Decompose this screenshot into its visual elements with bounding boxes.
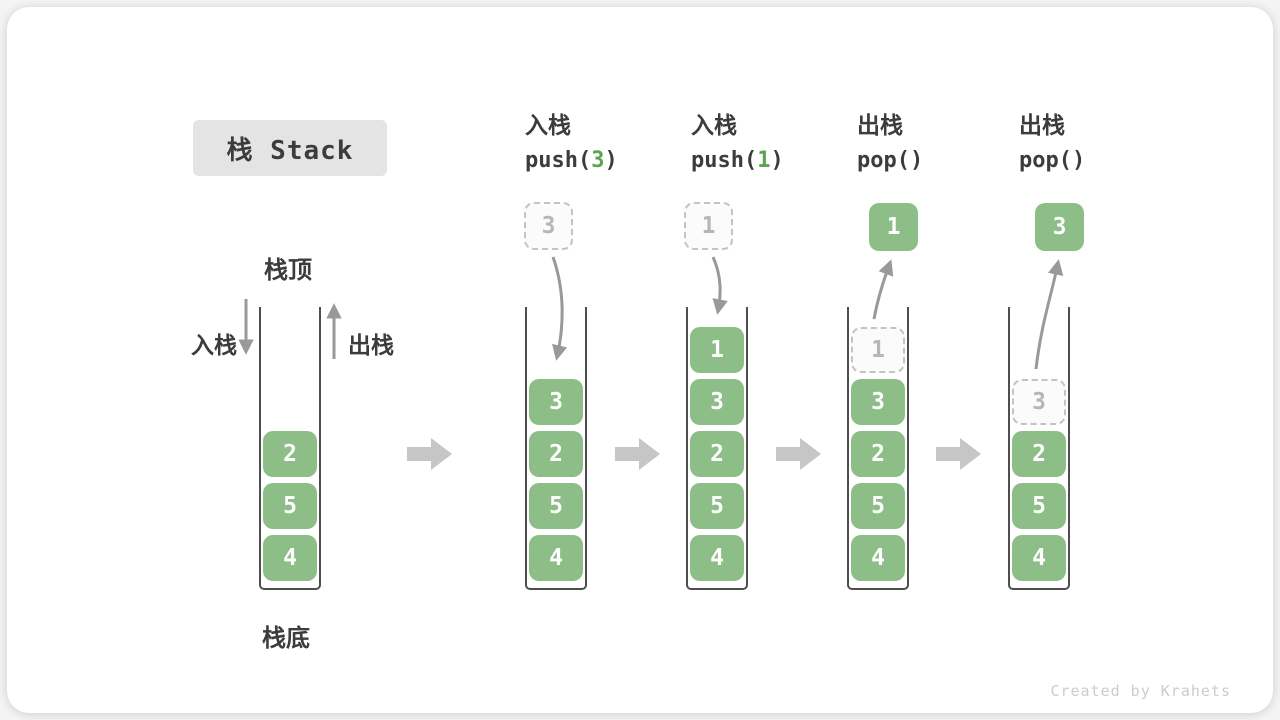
next-state-arrow-icon — [936, 438, 981, 470]
stack-cell: 3 — [690, 379, 744, 425]
stack-cell: 4 — [690, 535, 744, 581]
code-pre: pop( — [1019, 148, 1072, 173]
diagram-canvas: 栈 Stack 栈顶 栈底 入栈 出栈 入栈 push(3) 入栈 push(1… — [7, 7, 1273, 713]
stack-cell: 2 — [529, 431, 583, 477]
stack-bottom-label: 栈底 — [262, 625, 310, 652]
arrows-overlay — [238, 256, 1064, 470]
stack-top-label: 栈顶 — [264, 257, 312, 284]
operation-code: push(3) — [525, 150, 618, 172]
code-post: ) — [1071, 148, 1086, 173]
stack-container-pop1: 1 3 2 5 4 — [847, 307, 909, 590]
ghost-cell: 1 — [851, 327, 905, 373]
stack-cell: 3 — [851, 379, 905, 425]
code-pre: push( — [691, 148, 758, 173]
code-post: ) — [770, 148, 784, 173]
stack-container-initial: 2 5 4 — [259, 307, 321, 590]
next-state-arrow-icon — [776, 438, 821, 470]
stack-cell: 5 — [263, 483, 317, 529]
stack-cell: 5 — [690, 483, 744, 529]
stack-cell: 4 — [529, 535, 583, 581]
code-arg: 3 — [591, 148, 605, 173]
popped-value-box: 1 — [869, 203, 918, 251]
stack-container-pop3: 3 2 5 4 — [1008, 307, 1070, 590]
next-state-arrow-icon — [407, 438, 452, 470]
staged-value-box: 3 — [524, 202, 573, 250]
ghost-cell: 3 — [1012, 379, 1066, 425]
code-pre: push( — [525, 148, 592, 173]
stack-cell: 5 — [851, 483, 905, 529]
operation-code: pop() — [1019, 150, 1085, 172]
staged-value-box: 1 — [684, 202, 733, 250]
push-curve-arrow-icon — [711, 256, 728, 315]
stack-cell: 5 — [1012, 483, 1066, 529]
operation-label: 入栈 — [691, 112, 737, 138]
code-arg: 1 — [757, 148, 771, 173]
stack-cell: 4 — [1012, 535, 1066, 581]
code-pre: pop( — [857, 148, 910, 173]
stack-cell: 2 — [690, 431, 744, 477]
column-header-push1: 入栈 push(1) — [691, 114, 784, 172]
column-header-pop1: 出栈 pop() — [857, 114, 923, 172]
operation-label: 出栈 — [857, 112, 903, 138]
column-header-push3: 入栈 push(3) — [525, 114, 618, 172]
stack-cell: 4 — [263, 535, 317, 581]
stack-container-push3: 3 2 5 4 — [525, 307, 587, 590]
stack-cell: 4 — [851, 535, 905, 581]
push-direction-label: 入栈 — [191, 332, 237, 358]
next-state-arrow-icon — [615, 438, 660, 470]
watermark: Created by Krahets — [1050, 682, 1231, 700]
code-post: ) — [909, 148, 924, 173]
stack-cell: 2 — [263, 431, 317, 477]
operation-label: 入栈 — [525, 112, 571, 138]
operation-code: pop() — [857, 150, 923, 172]
stack-cell: 3 — [529, 379, 583, 425]
stack-cell: 1 — [690, 327, 744, 373]
stack-cell: 2 — [1012, 431, 1066, 477]
title-badge: 栈 Stack — [193, 120, 387, 176]
operation-code: push(1) — [691, 150, 784, 172]
popped-value-box: 3 — [1035, 203, 1084, 251]
operation-label: 出栈 — [1019, 112, 1065, 138]
code-post: ) — [604, 148, 618, 173]
stack-container-push1: 1 3 2 5 4 — [686, 307, 748, 590]
stack-cell: 5 — [529, 483, 583, 529]
column-header-pop3: 出栈 pop() — [1019, 114, 1085, 172]
stack-cell: 2 — [851, 431, 905, 477]
pop-direction-label: 出栈 — [348, 332, 394, 358]
